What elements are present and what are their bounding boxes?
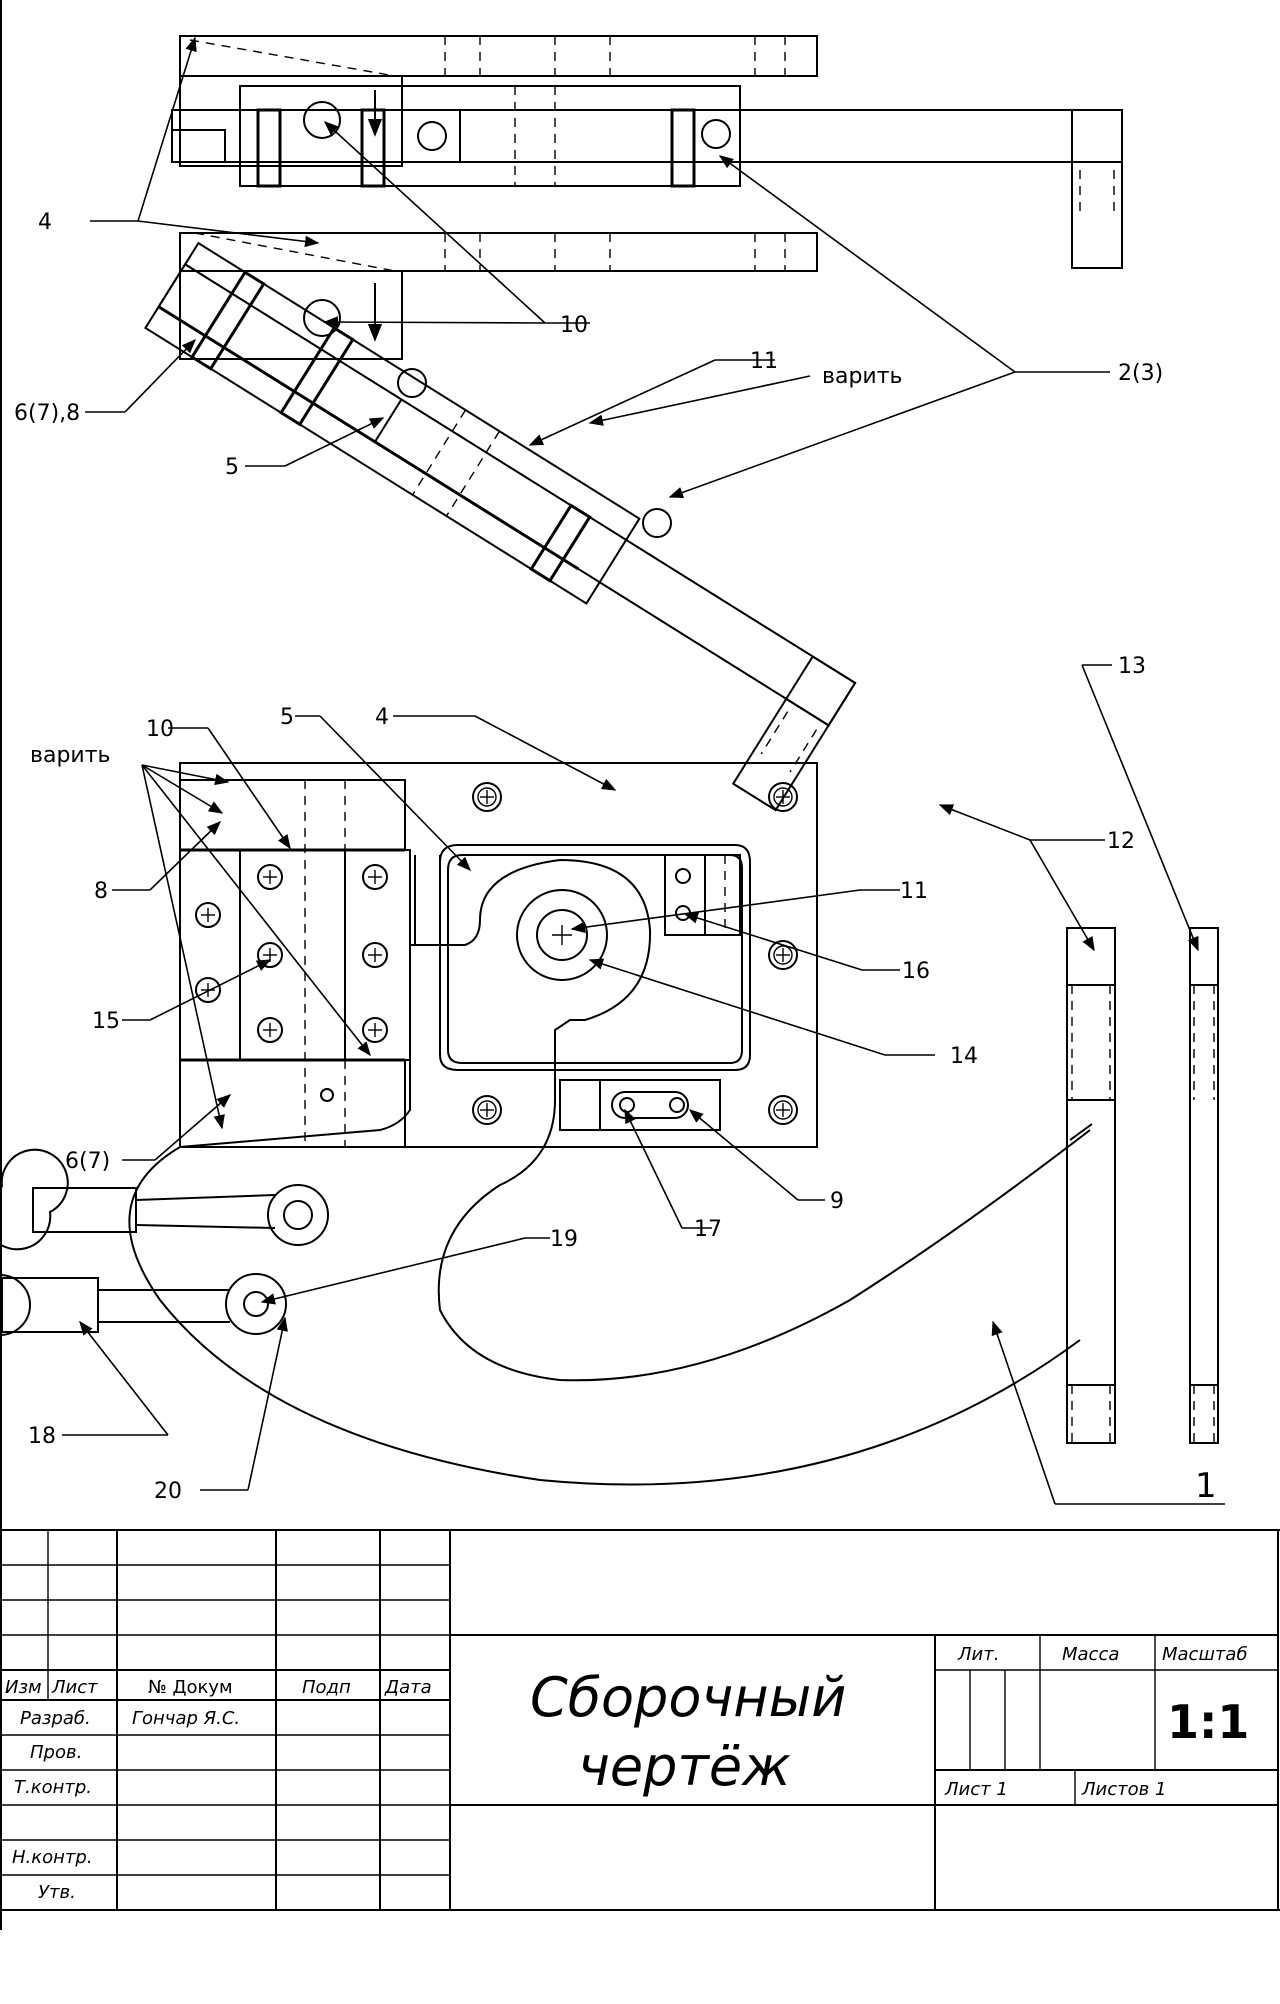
weld-note-plan: варить — [30, 743, 111, 768]
tb-role-tkontr: Т.контр. — [14, 1777, 92, 1798]
callout-6-7-8: 6(7),8 — [14, 401, 80, 426]
callout-14: 14 — [950, 1044, 978, 1069]
callout-18: 18 — [28, 1424, 56, 1449]
title-block: Изм Лист № Докум Подп Дата Разраб. Гонча… — [0, 1529, 1280, 1911]
tb-scale-value: 1:1 — [1167, 1695, 1249, 1749]
tb-col-ndoc: № Докум — [148, 1677, 233, 1698]
side-views — [1066, 927, 1219, 1444]
tb-title-line1: Сборочный — [530, 1666, 846, 1729]
tb-col-data: Дата — [384, 1677, 432, 1698]
tb-mass-label: Масса — [1062, 1644, 1119, 1665]
callout-12: 12 — [1107, 829, 1135, 854]
callout-20: 20 — [154, 1479, 182, 1504]
callout-labels: 4 10 11 варить 2(3) 6(7),8 5 13 12 варит… — [14, 210, 1217, 1506]
tb-role-utv: Утв. — [38, 1882, 76, 1903]
callout-19: 19 — [550, 1227, 578, 1252]
callout-4-plan: 4 — [375, 705, 389, 730]
plan-view — [0, 762, 1093, 1486]
weld-note-top: варить — [822, 364, 903, 389]
tb-col-izm: Изм — [5, 1677, 42, 1698]
callout-6-7: 6(7) — [65, 1149, 110, 1174]
tb-title-line2: чертёж — [578, 1735, 791, 1798]
tb-author: Гончар Я.С. — [132, 1708, 240, 1729]
tb-role-nkontr: Н.контр. — [12, 1847, 93, 1868]
tb-col-podp: Подп — [302, 1677, 351, 1698]
tb-col-list: Лист — [51, 1677, 98, 1698]
top-view-closed — [171, 35, 1123, 269]
callout-5-plan: 5 — [280, 705, 294, 730]
callout-10-top: 10 — [560, 313, 588, 338]
tb-sheets-label: Листов 1 — [1081, 1779, 1166, 1800]
callout-2-3: 2(3) — [1118, 361, 1163, 386]
callout-8: 8 — [94, 879, 108, 904]
tb-role-razrab: Разраб. — [20, 1708, 91, 1729]
callout-10-plan: 10 — [146, 717, 174, 742]
callout-11-top: 11 — [750, 349, 778, 374]
tb-scale-label: Масштаб — [1162, 1644, 1248, 1665]
callout-1: 1 — [1195, 1466, 1217, 1506]
callout-9: 9 — [830, 1189, 844, 1214]
callout-17: 17 — [694, 1217, 722, 1242]
callout-16: 16 — [902, 959, 930, 984]
callout-15: 15 — [92, 1009, 120, 1034]
top-view-open — [144, 232, 857, 812]
tb-sheet-label: Лист 1 — [944, 1779, 1008, 1800]
tb-lit-label: Лит. — [957, 1644, 999, 1665]
leader-lines — [62, 36, 1225, 1505]
callout-11-plan: 11 — [900, 879, 928, 904]
tb-role-prov: Пров. — [30, 1742, 82, 1763]
callout-5-top: 5 — [225, 455, 239, 480]
screw-holes — [195, 782, 798, 1125]
callout-13: 13 — [1118, 654, 1146, 679]
callout-4-top: 4 — [38, 210, 52, 235]
